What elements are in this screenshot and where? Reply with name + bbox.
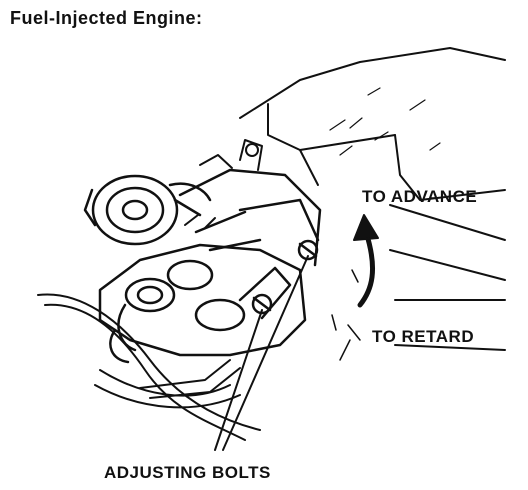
adjusting-bolts-label: ADJUSTING BOLTS bbox=[104, 463, 271, 482]
rotation-direction-arrow bbox=[347, 214, 379, 341]
bolts-leader-lines bbox=[214, 255, 309, 451]
retard-direction-label: TO RETARD bbox=[372, 327, 475, 346]
adjusting-bolt-upper bbox=[297, 239, 319, 261]
top-hardware bbox=[184, 139, 263, 229]
distributor-cap bbox=[98, 243, 307, 364]
engine-block bbox=[239, 47, 506, 361]
distributor-body bbox=[178, 168, 322, 267]
advance-direction-label: TO ADVANCE bbox=[362, 187, 478, 206]
fuel-lines bbox=[37, 293, 261, 441]
vacuum-advance-unit bbox=[83, 174, 212, 246]
figure-title: Fuel-Injected Engine: bbox=[10, 8, 203, 28]
